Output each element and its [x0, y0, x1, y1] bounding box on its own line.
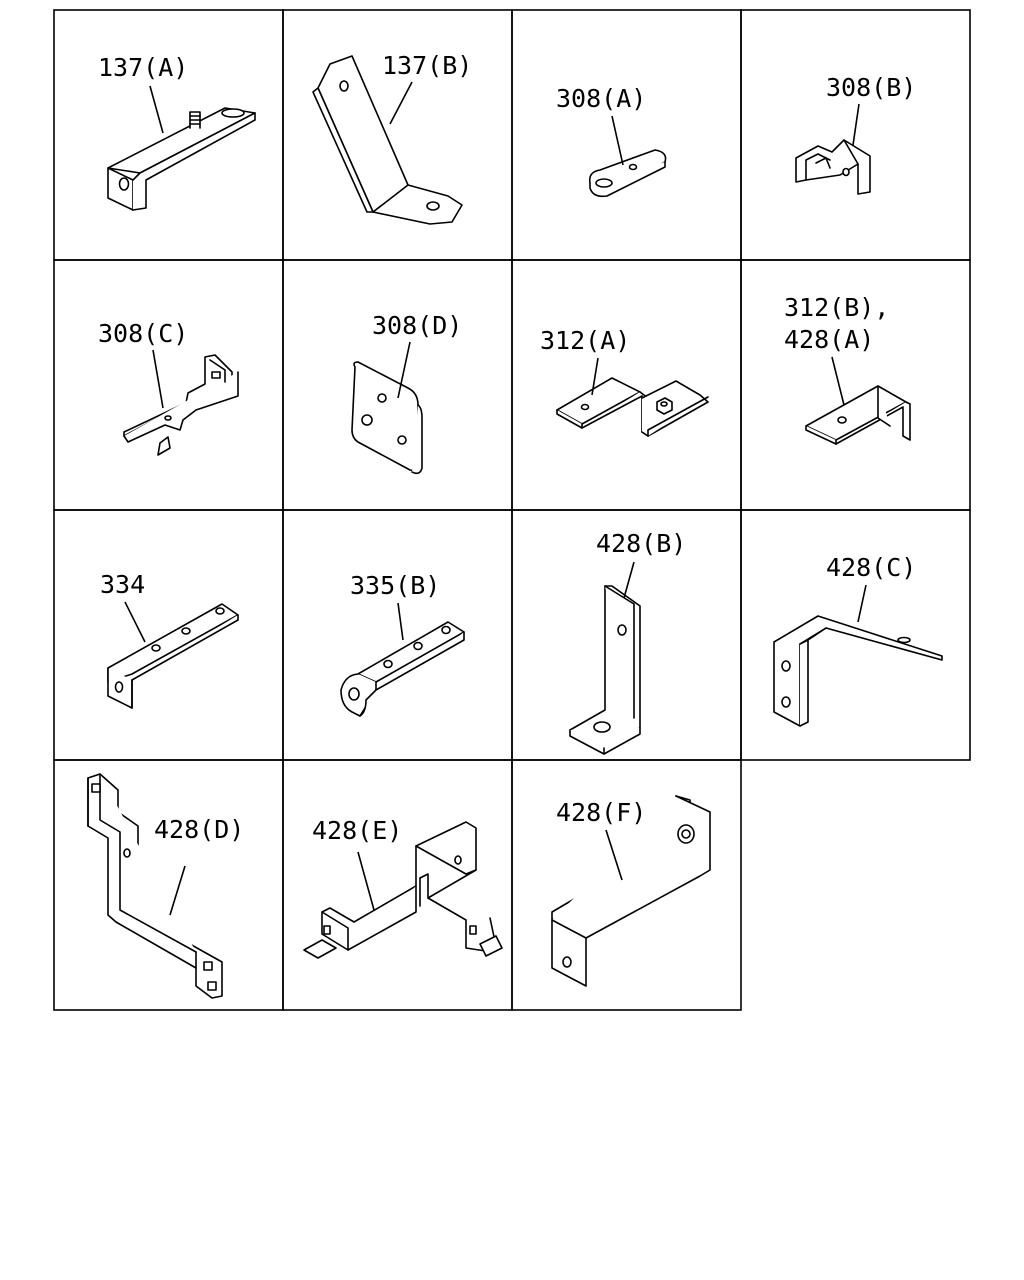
leader-312b-428a: [831, 356, 845, 406]
bracket-312a-drawing: [556, 377, 709, 437]
part-308c: 308(C): [98, 319, 239, 456]
label-137a: 137(A): [98, 53, 188, 82]
part-312a: 312(A): [540, 326, 709, 437]
bracket-308b-drawing: [795, 139, 871, 195]
label-428e: 428(E): [312, 816, 402, 845]
bracket-428c-drawing: [773, 615, 943, 727]
label-428d: 428(D): [154, 815, 244, 844]
bracket-428d-drawing: [87, 773, 223, 999]
cell-308a: [511, 9, 742, 261]
leader-308a: [611, 115, 624, 166]
label-308c: 308(C): [98, 319, 188, 348]
bracket-308c-drawing: [123, 354, 239, 456]
cell-308b: [740, 9, 971, 261]
cell-137a: [53, 9, 284, 261]
label-335b: 335(B): [350, 571, 440, 600]
part-308a: 308(A): [556, 84, 667, 198]
leader-428f: [605, 829, 623, 881]
leader-137b: [389, 81, 413, 125]
leader-334: [124, 601, 146, 643]
label-334: 334: [100, 570, 145, 599]
label-428a-line2: 428(A): [784, 325, 874, 354]
part-428e: 428(E): [303, 816, 503, 959]
bracket-137b-drawing: [312, 55, 463, 225]
label-428b: 428(B): [596, 529, 686, 558]
leader-428d: [169, 865, 186, 916]
part-335b: 335(B): [340, 571, 465, 717]
bracket-334-drawing: [107, 603, 239, 709]
leader-137a: [149, 85, 164, 134]
part-308b: 308(B): [795, 73, 916, 195]
part-308d: 308(D): [351, 311, 462, 475]
leader-308b: [852, 103, 860, 146]
bracket-312b-428a-drawing: [805, 385, 911, 445]
part-137a: 137(A): [98, 53, 256, 211]
leader-335b: [397, 602, 404, 641]
label-428f: 428(F): [556, 798, 646, 827]
part-312b-428a: 312(B), 428(A): [784, 293, 911, 445]
parts-grid: [53, 9, 971, 1011]
bracket-308d-drawing: [351, 361, 423, 475]
part-428c: 428(C): [773, 553, 943, 727]
label-137b: 137(B): [382, 51, 472, 80]
bracket-137a-drawing: [107, 107, 256, 211]
bracket-428b-drawing: [569, 585, 641, 755]
bracket-335b-drawing: [340, 621, 465, 717]
cell-137b: [282, 9, 513, 261]
leader-308c: [152, 349, 164, 409]
leader-312a: [591, 357, 599, 396]
cell-335b: [282, 509, 513, 761]
cell-428c: [740, 509, 971, 761]
label-308a: 308(A): [556, 84, 646, 113]
bracket-428f-drawing: [551, 795, 711, 987]
label-312a: 312(A): [540, 326, 630, 355]
bracket-308a-drawing: [588, 149, 667, 198]
leader-428c: [857, 584, 867, 623]
label-308d: 308(D): [372, 311, 462, 340]
bracket-428e-drawing: [303, 821, 503, 959]
part-428b: 428(B): [569, 529, 686, 755]
cell-428e: [282, 759, 513, 1011]
part-428f: 428(F): [551, 795, 711, 987]
leader-308d: [397, 341, 411, 399]
label-312b-line1: 312(B),: [784, 293, 889, 322]
cell-428f: [511, 759, 742, 1011]
leader-428e: [357, 851, 375, 911]
leader-428b: [623, 561, 635, 599]
part-428d: 428(D): [87, 773, 244, 999]
label-428c: 428(C): [826, 553, 916, 582]
part-137b: 137(B): [312, 51, 472, 225]
cell-308c: [53, 259, 284, 511]
part-334: 334: [100, 570, 239, 709]
label-308b: 308(B): [826, 73, 916, 102]
